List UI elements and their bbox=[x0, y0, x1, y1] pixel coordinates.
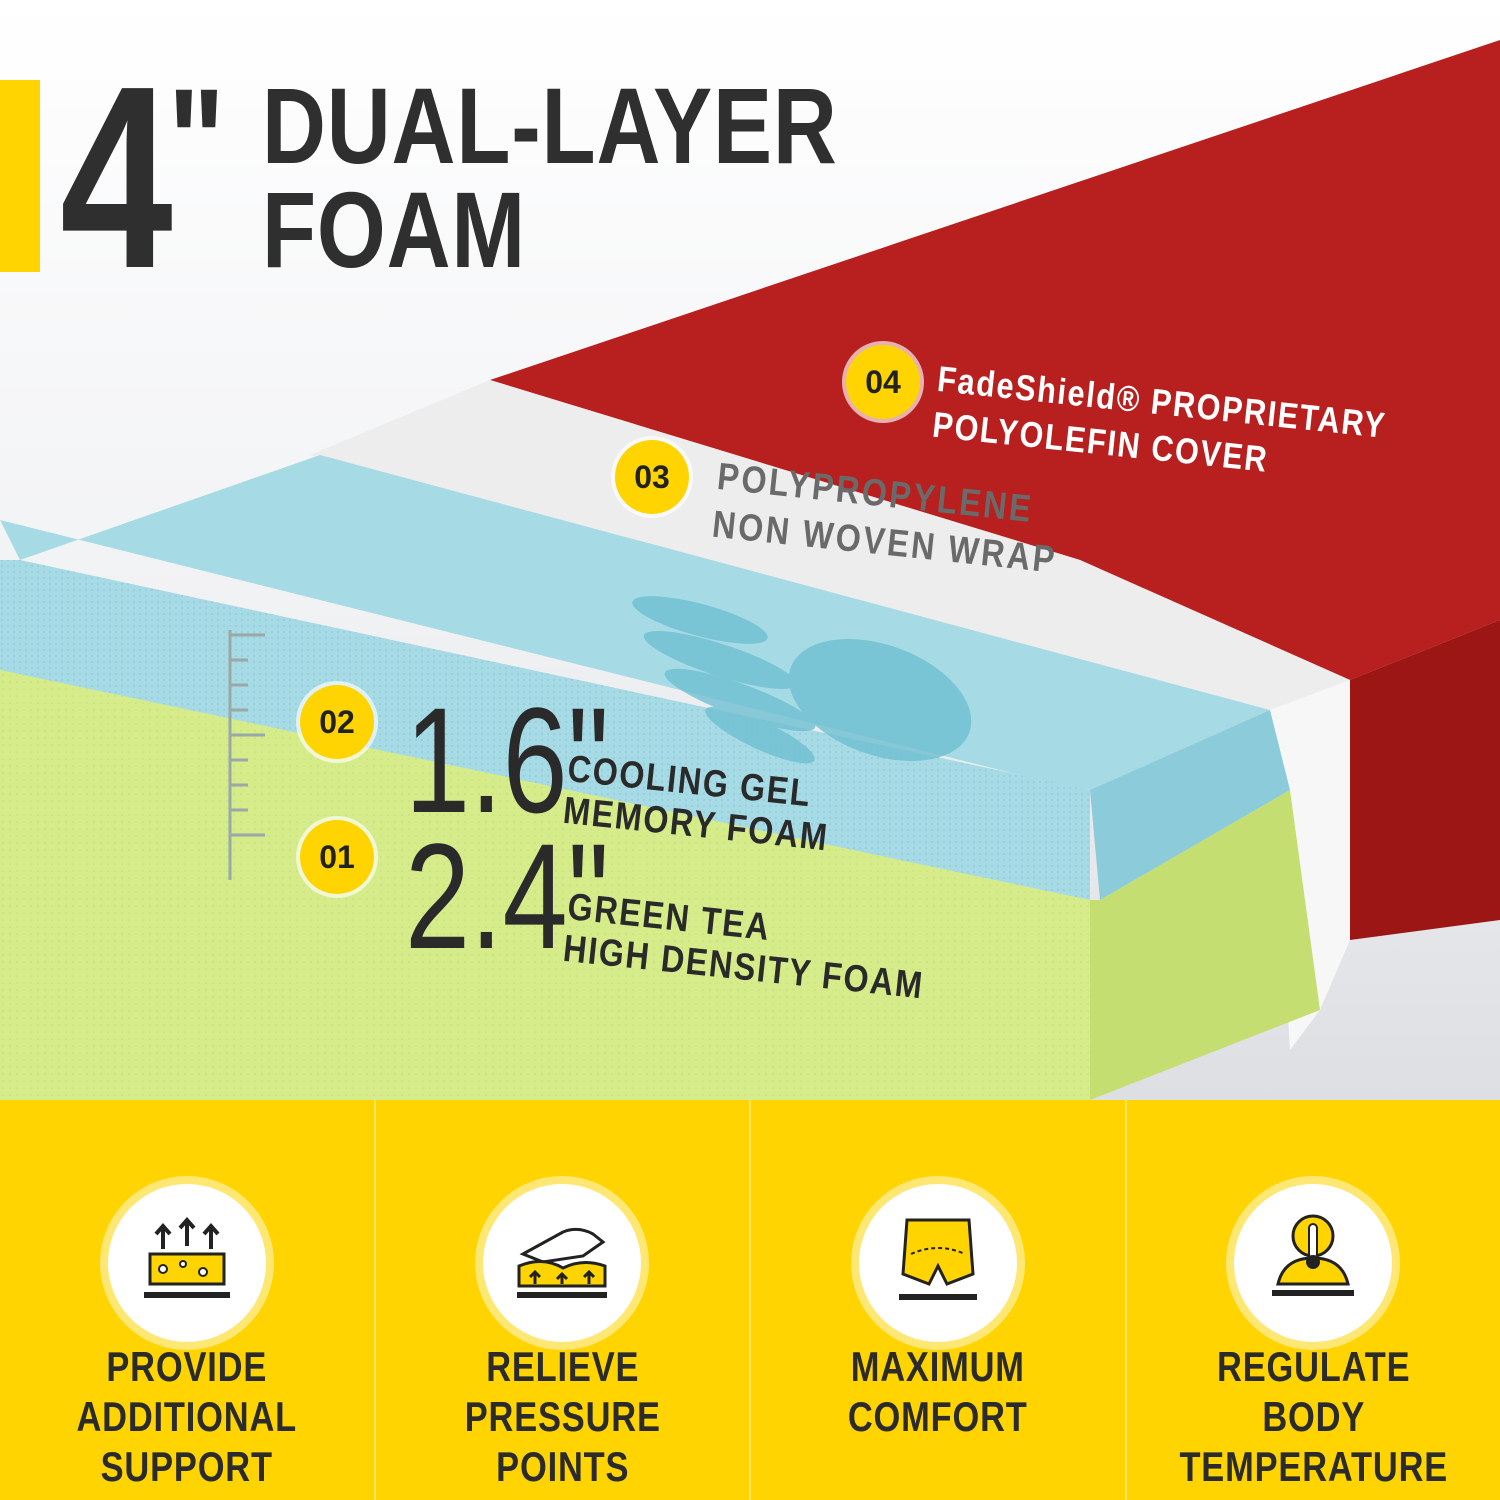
hand-pressure-icon bbox=[483, 1184, 642, 1342]
green-side bbox=[1090, 790, 1320, 1100]
feature-temperature-line-2: TEMPERATURE bbox=[1178, 1443, 1448, 1490]
feature-comfort-text: MAXIMUM COMFORT bbox=[785, 1342, 1091, 1442]
inch-mark: " bbox=[168, 57, 225, 225]
title-line-2: FOAM bbox=[262, 169, 526, 290]
cover-top bbox=[490, 40, 1500, 680]
feature-support-text: PROVIDE ADDITIONAL SUPPORT bbox=[34, 1342, 340, 1492]
feature-pressure: RELIEVE PRESSURE POINTS bbox=[376, 1100, 751, 1500]
thickness-number: 4 bbox=[60, 33, 173, 323]
feature-comfort-line-2: COMFORT bbox=[847, 1393, 1028, 1440]
accent-bar bbox=[0, 80, 40, 272]
feature-pressure-line-1: RELIEVE PRESSURE bbox=[464, 1343, 661, 1440]
ruler-scale bbox=[228, 630, 265, 880]
layer-02-badge: 02 bbox=[300, 685, 374, 759]
feature-support-line-1: PROVIDE ADDITIONAL bbox=[76, 1343, 298, 1440]
feature-temperature-line-1: REGULATE BODY bbox=[1216, 1343, 1410, 1440]
gel-front-texture bbox=[0, 560, 1090, 900]
layer-03-badge: 03 bbox=[615, 440, 689, 514]
feature-support-line-2: SUPPORT bbox=[100, 1443, 273, 1490]
page-title: DUAL-LAYER FOAM bbox=[262, 65, 838, 290]
layer-04-badge: 04 bbox=[846, 345, 920, 419]
feature-pressure-line-2: POINTS bbox=[495, 1443, 629, 1490]
layer-02-thickness: 1.6" bbox=[405, 676, 610, 844]
features-bar: PROVIDE ADDITIONAL SUPPORT RELIEVE PRESS… bbox=[0, 1100, 1500, 1500]
wrap-top bbox=[310, 380, 1350, 710]
hand-imprint bbox=[632, 596, 972, 764]
feature-temperature-text: REGULATE BODY TEMPERATURE bbox=[1160, 1342, 1466, 1492]
feature-comfort: MAXIMUM COMFORT bbox=[751, 1100, 1127, 1500]
feature-support: PROVIDE ADDITIONAL SUPPORT bbox=[0, 1100, 376, 1500]
cover-side bbox=[1350, 620, 1500, 940]
green-front-texture bbox=[0, 670, 1090, 1100]
title-line-1: DUAL-LAYER bbox=[262, 65, 838, 186]
feature-pressure-text: RELIEVE PRESSURE POINTS bbox=[409, 1342, 715, 1492]
support-arrows-icon bbox=[107, 1184, 266, 1342]
thermometer-head-icon bbox=[1234, 1184, 1393, 1342]
body-comfort-icon bbox=[858, 1184, 1017, 1342]
gel-side bbox=[1090, 710, 1290, 900]
feature-temperature: REGULATE BODY TEMPERATURE bbox=[1127, 1100, 1500, 1500]
layer-01-thickness: 2.4" bbox=[405, 812, 610, 980]
feature-comfort-line-1: MAXIMUM bbox=[850, 1343, 1025, 1390]
layer-01-badge: 01 bbox=[300, 820, 374, 894]
